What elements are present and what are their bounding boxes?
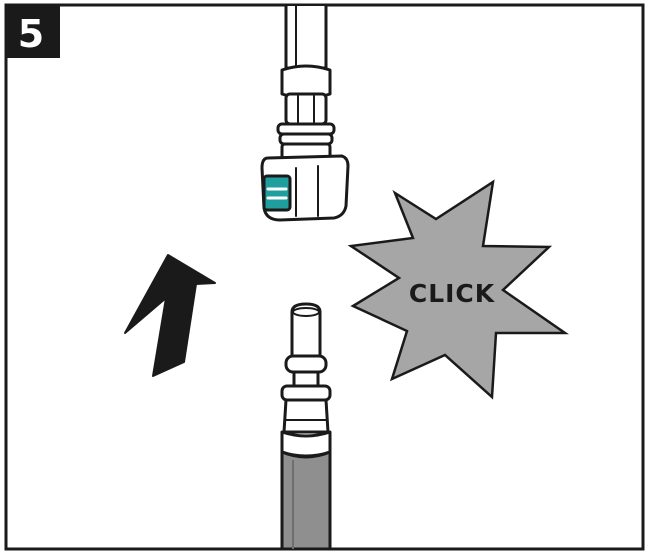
- spigot-bead-ring: [284, 354, 328, 374]
- click-burst: CLICK: [347, 179, 569, 400]
- arrow-up-icon: [124, 254, 216, 377]
- starburst-icon: [347, 179, 569, 400]
- spigot-ferrule: [280, 430, 332, 458]
- spigot-neck: [292, 370, 320, 388]
- upper-nut: [284, 92, 328, 126]
- spigot-tube: [280, 302, 332, 551]
- spigot-ring: [280, 384, 332, 402]
- step-badge: 5: [6, 5, 60, 58]
- click-label: CLICK: [409, 279, 496, 308]
- step-badge-bg: [6, 5, 60, 58]
- spigot-shoulder: [282, 398, 330, 434]
- step-number: 5: [18, 12, 44, 56]
- upper-hose: [284, 4, 328, 70]
- spigot-hose: [280, 450, 332, 551]
- quick-connect-fitting: [260, 4, 350, 222]
- release-clip: [262, 174, 292, 212]
